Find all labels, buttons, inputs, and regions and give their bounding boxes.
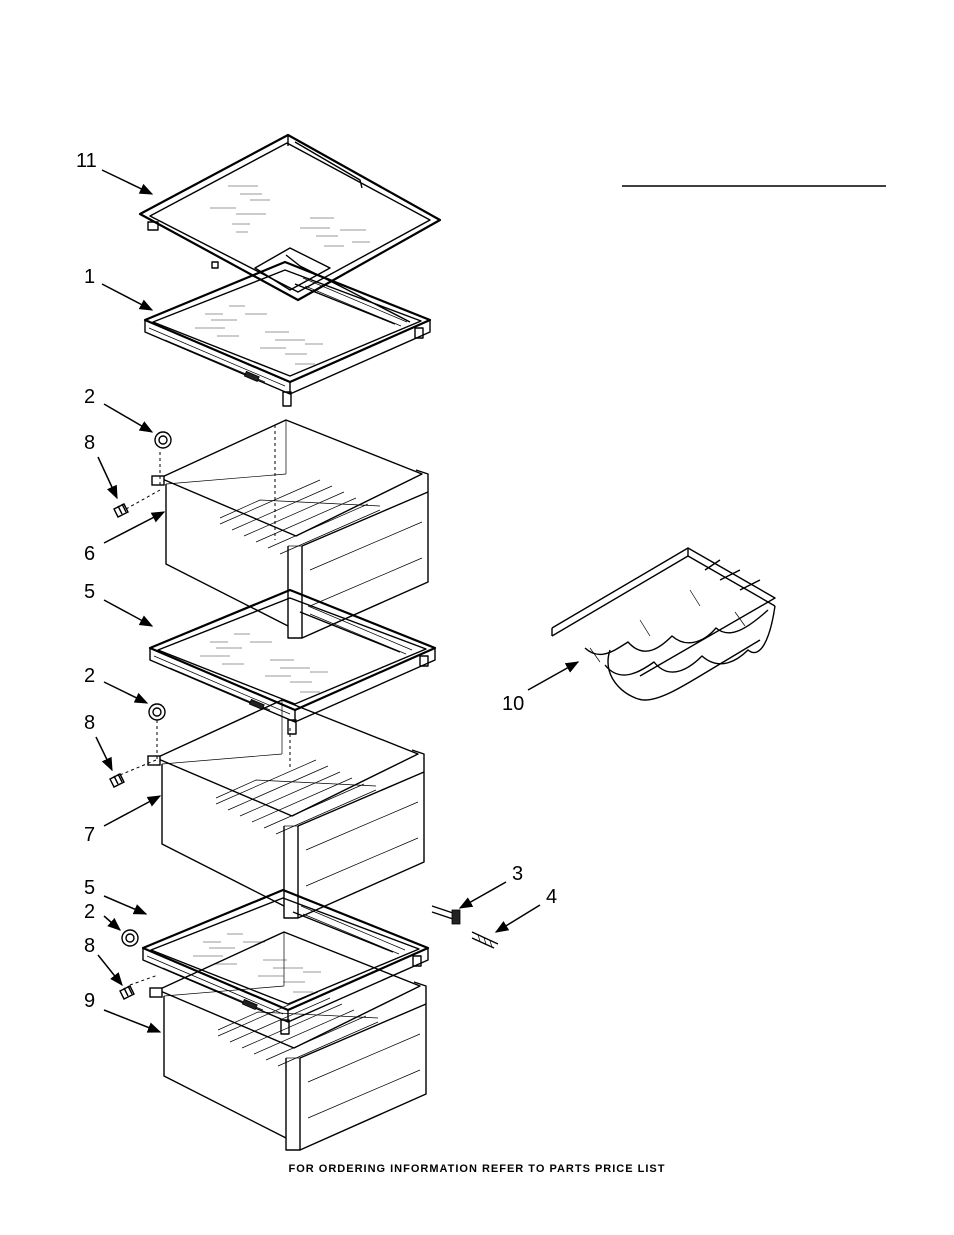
callout-arrows: [95, 169, 580, 1033]
ordering-info-footer: FOR ORDERING INFORMATION REFER TO PARTS …: [288, 1163, 666, 1175]
callout-3: 3: [512, 863, 523, 885]
drawer-part-6: [125, 419, 429, 639]
drawer-part-7: [119, 699, 425, 919]
shelf-part-5-upper: [148, 588, 437, 736]
callout-6: 6: [84, 543, 95, 565]
callout-5-lower: 5: [84, 877, 95, 899]
part-3-slide: [431, 905, 461, 925]
callout-8-lower: 8: [84, 935, 95, 957]
callout-8-upper: 8: [84, 432, 95, 454]
shelf-part-11: [138, 133, 442, 302]
callout-9: 9: [84, 990, 95, 1012]
part-4-clip: [471, 931, 499, 949]
callout-11: 11: [76, 150, 97, 172]
callout-1: 1: [84, 266, 95, 288]
screw-part-8: [109, 503, 135, 1000]
callout-10: 10: [502, 693, 524, 715]
callout-5-upper: 5: [84, 581, 95, 603]
callout-2-lower: 2: [84, 901, 95, 923]
shelf-part-1: [143, 247, 432, 408]
shelf-part-5-lower: [141, 888, 430, 1036]
callout-2-middle: 2: [84, 665, 95, 687]
drawer-part-9: [129, 931, 427, 1151]
callout-4: 4: [546, 886, 557, 908]
callout-labels: 11 1 2 8 6 5 2 8 7 5 2 8 9 3 4 10: [76, 150, 557, 1012]
wine-rack-part-10: [551, 547, 776, 701]
callout-2-upper: 2: [84, 386, 95, 408]
callout-7: 7: [84, 824, 95, 846]
callout-8-middle: 8: [84, 712, 95, 734]
roller-part-2: [121, 431, 172, 947]
